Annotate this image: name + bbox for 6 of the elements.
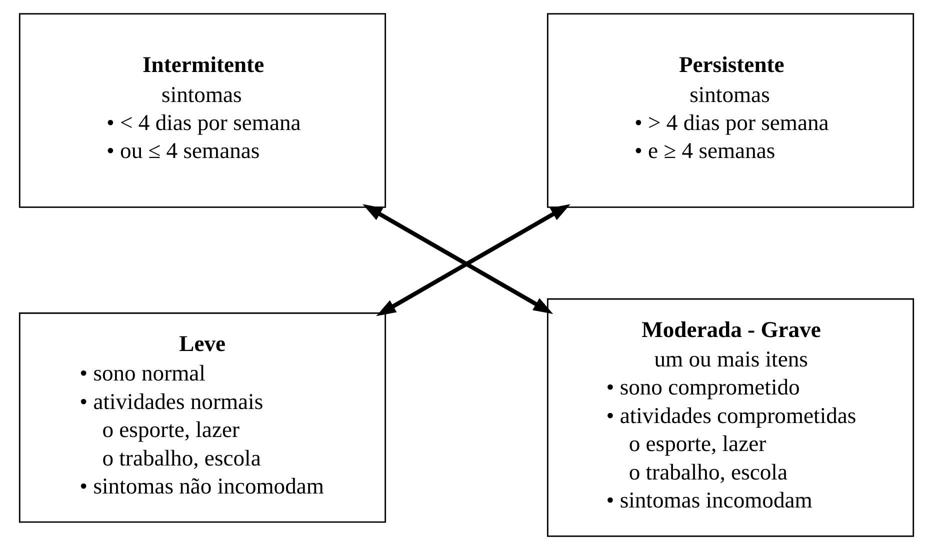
arrow: [376, 204, 570, 316]
node-box: Intermitente sintomas • < 4 dias por semana • ou ≤ 4 semanas: [18, 13, 386, 208]
node-box: Leve • sono normal • atividades normais o esporte, lazer o trabalho, escola • sintomas não incomodam: [18, 312, 386, 523]
node-box: Moderada - Grave um ou mais itens • sono comprometido • atividades comprometidas o esporte, lazer o trabalho, escola • sintomas incomodam: [546, 298, 914, 537]
node-box: Persistente sintomas • > 4 dias por semana • e ≥ 4 semanas: [546, 13, 914, 208]
arrow: [362, 204, 554, 314]
